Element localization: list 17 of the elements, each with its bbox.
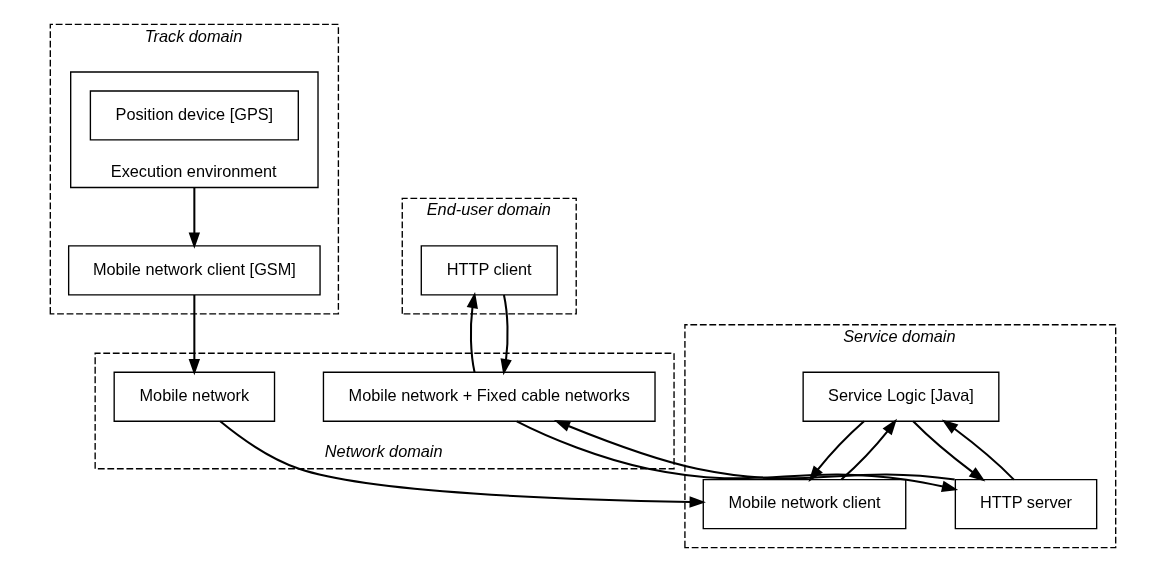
arrow — [516, 420, 959, 492]
node-box: Mobile network + Fixed cable networks — [322, 371, 656, 422]
arrow — [219, 420, 706, 508]
node-box: Mobile network client — [702, 478, 907, 530]
arrow — [466, 291, 478, 373]
arrow — [840, 418, 897, 481]
node-box: Service Logic [Java] — [802, 371, 1000, 422]
node-box: Mobile network — [113, 371, 276, 422]
node-box: HTTP server — [954, 478, 1098, 530]
arrow — [912, 420, 986, 482]
arrow — [188, 187, 201, 249]
node-box: HTTP client — [420, 245, 558, 296]
arrow — [941, 419, 1015, 481]
node-box: Mobile network client [GSM] — [67, 245, 321, 296]
arrow — [500, 294, 512, 376]
arrow — [188, 295, 201, 376]
node-box: Position device [GPS] — [89, 90, 299, 141]
